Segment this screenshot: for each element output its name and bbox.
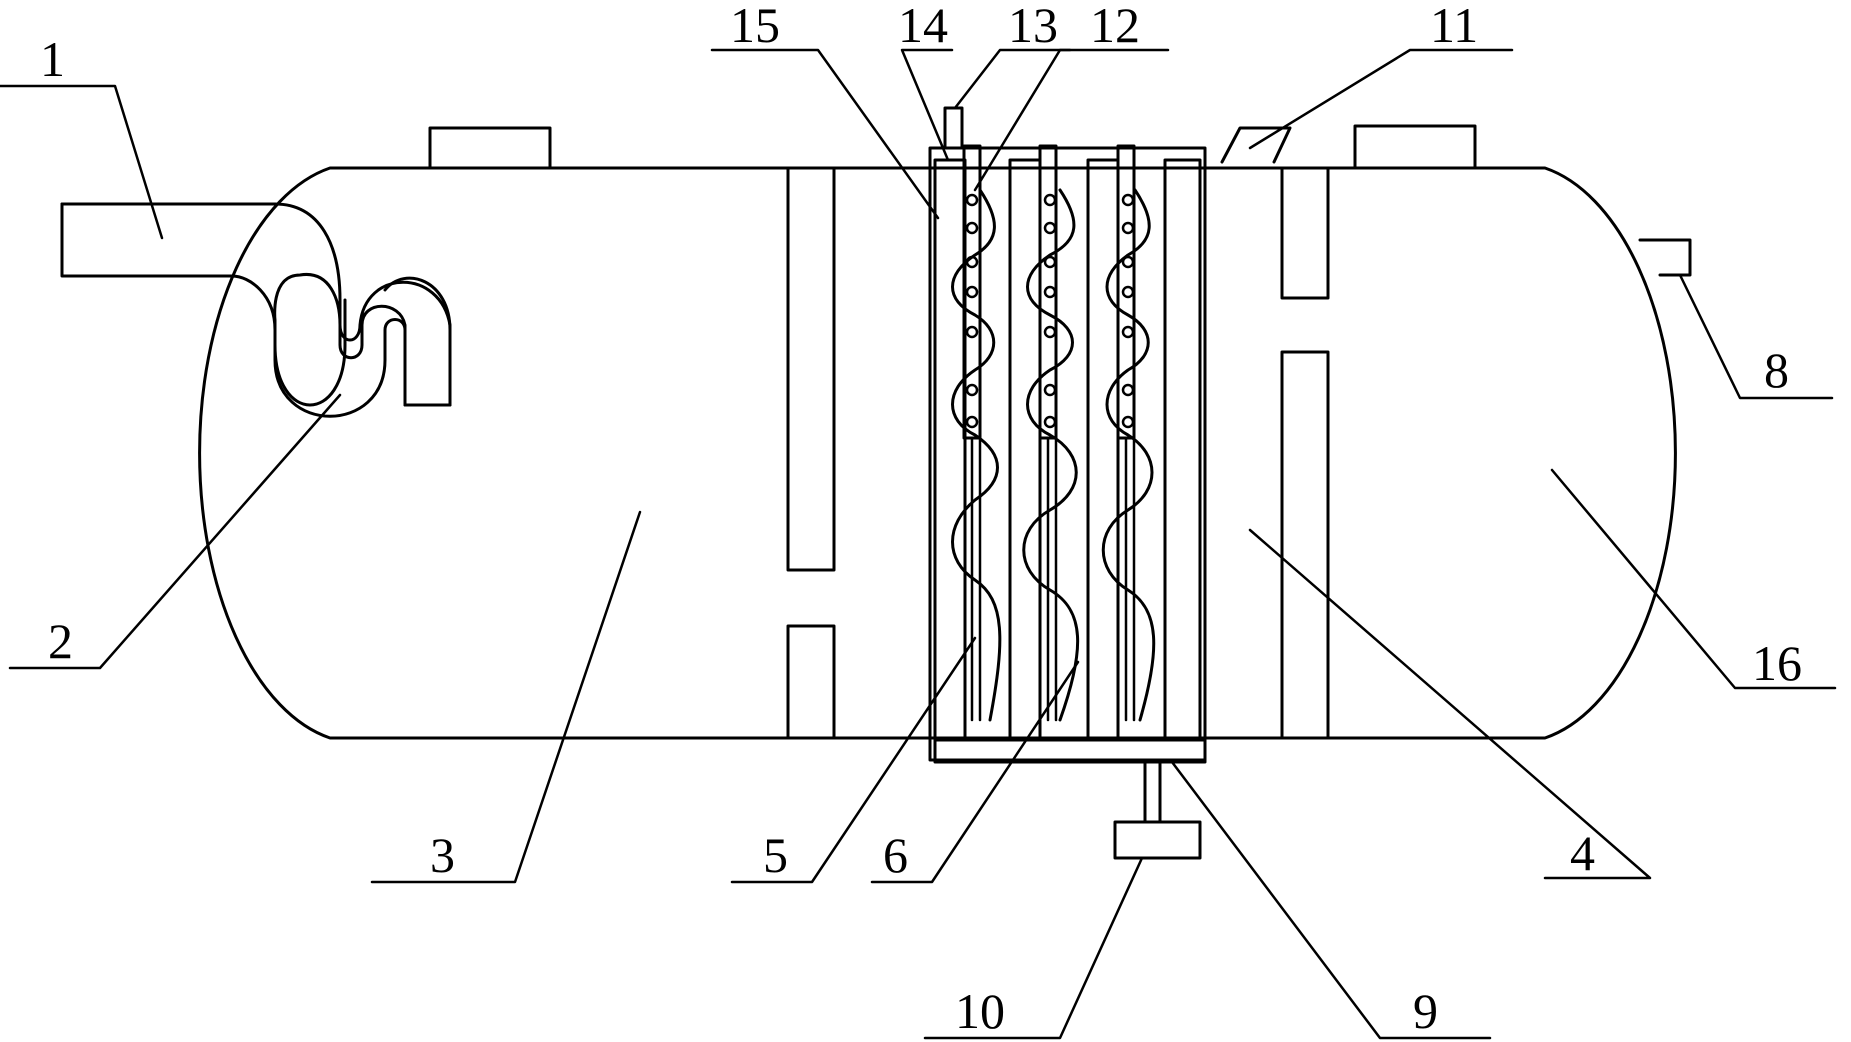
guide-tube-2 (1008, 158, 1042, 742)
tank-body (198, 166, 1677, 740)
label-9: 9 (1413, 983, 1438, 1039)
label-3: 3 (430, 827, 455, 883)
label-6: 6 (883, 827, 908, 883)
baffle-right-upper (1280, 166, 1330, 300)
label-4: 4 (1570, 825, 1595, 881)
label-5: 5 (763, 827, 788, 883)
label-10: 10 (955, 983, 1005, 1039)
label-2: 2 (48, 613, 73, 669)
baffle-left-upper (786, 166, 836, 572)
reactor-frame (928, 146, 1207, 764)
spiral-stirrer-2 (1022, 188, 1080, 722)
guide-tube-1 (933, 158, 967, 742)
manhole-right (1353, 124, 1477, 170)
vent-cap (1220, 126, 1292, 164)
label-11: 11 (1430, 0, 1478, 53)
label-12: 12 (1090, 0, 1140, 53)
number-labels: 1 2 3 4 5 6 8 9 10 11 12 13 14 15 16 (40, 0, 1802, 1039)
outlet-pipe (1638, 238, 1692, 277)
label-13: 13 (1008, 0, 1058, 53)
support-foot (1113, 820, 1202, 860)
inlet-trap (60, 202, 452, 418)
electrode-rod-2 (1038, 144, 1058, 722)
electrode-rod-1 (962, 144, 982, 722)
leader-lines (0, 48, 1837, 1040)
label-8: 8 (1764, 342, 1789, 398)
label-1: 1 (40, 31, 65, 87)
support-leg (1143, 760, 1162, 824)
baffle-left-lower (786, 624, 836, 740)
electrode-rod-3 (1116, 144, 1136, 722)
guide-tube-3 (1086, 158, 1120, 742)
guide-tube-4 (1163, 158, 1202, 742)
spiral-stirrer-1 (951, 188, 1002, 722)
spiral-stirrer-3 (1101, 188, 1156, 722)
label-15: 15 (730, 0, 780, 53)
reactor-base (933, 738, 1207, 764)
label-16: 16 (1752, 635, 1802, 691)
manhole-left (428, 126, 552, 170)
feed-pipe (943, 106, 964, 150)
label-14: 14 (898, 0, 948, 53)
baffle-right-lower (1280, 350, 1330, 740)
